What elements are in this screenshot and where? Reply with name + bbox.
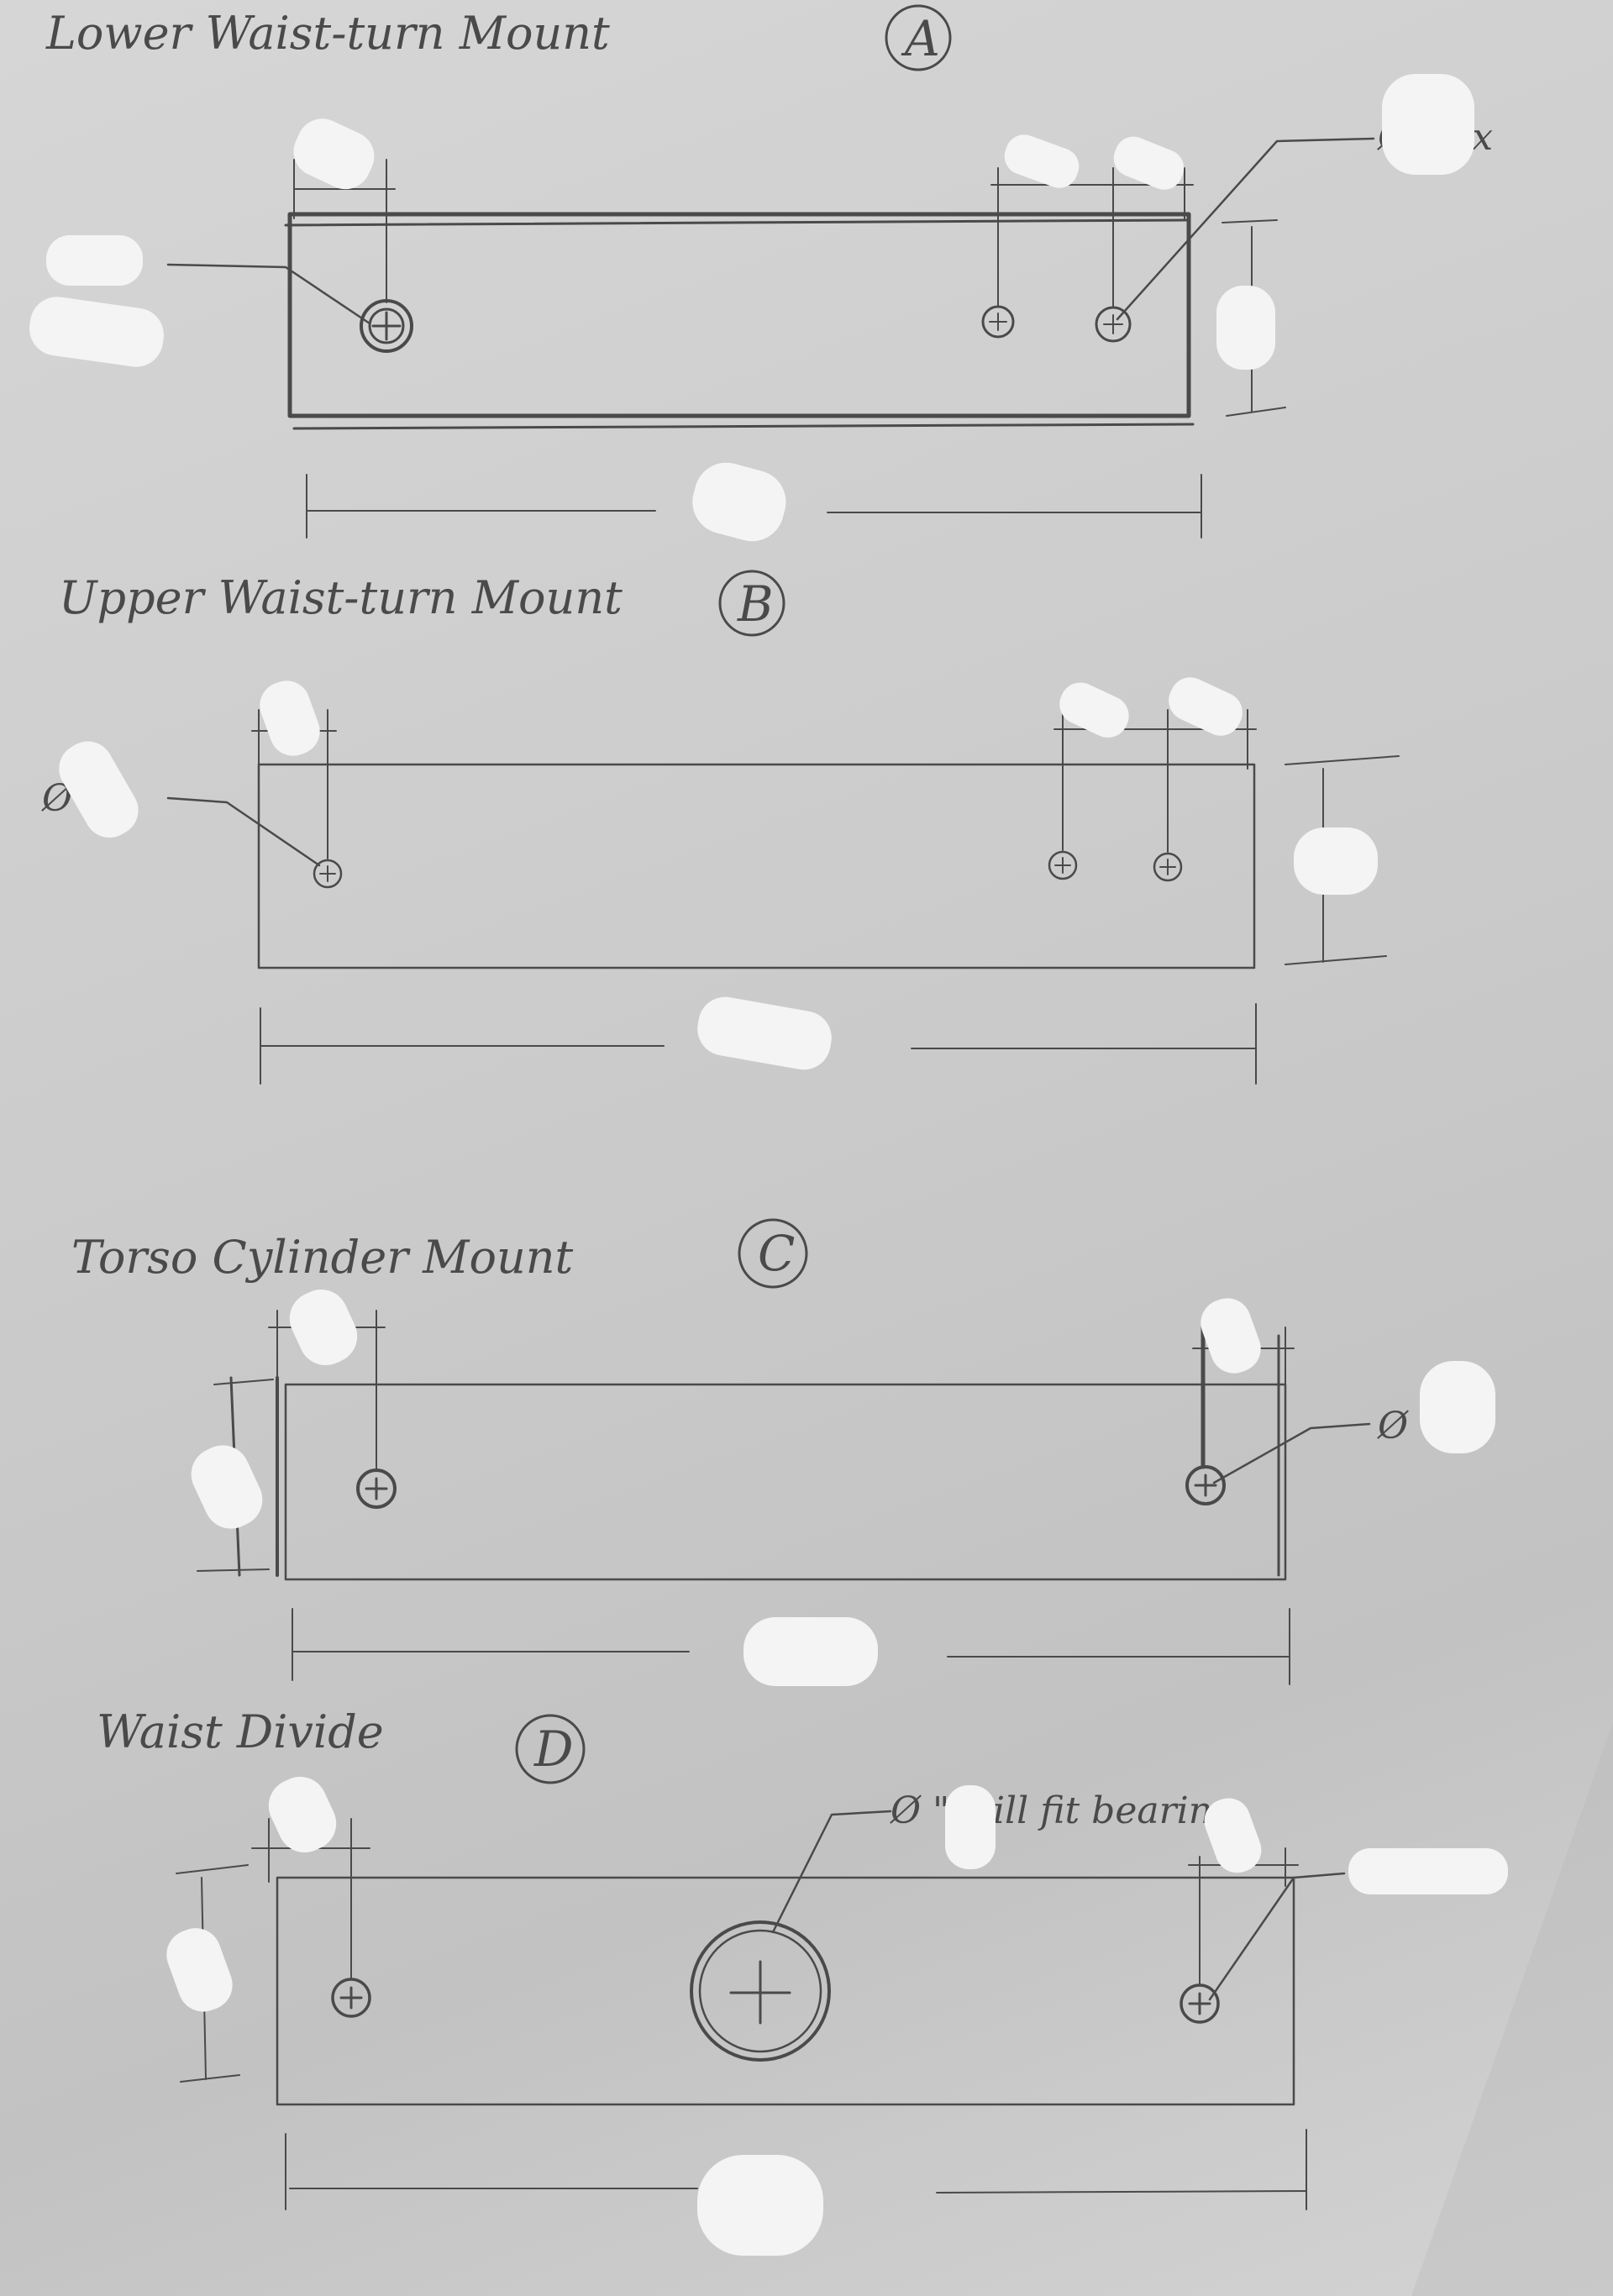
- panel-d-right-leader: [1208, 1872, 1346, 2001]
- panel-d-letter: D: [533, 1721, 574, 1778]
- panel-c-hole-right: [1185, 1465, 1226, 1505]
- panel-c: Torso Cylinder Mount C: [71, 1218, 1495, 1686]
- panel-c-redactions: [191, 1289, 1495, 1686]
- panel-a-plate: [287, 212, 1191, 418]
- panel-d-redactions: [166, 1776, 1508, 2256]
- paper-shadow: [1411, 1722, 1613, 2296]
- panel-a-title: Lower Waist-turn Mount: [45, 7, 610, 60]
- panel-d-center-hole-note: Ø " will fit bearing: [890, 1789, 1236, 1832]
- panel-d-title: Waist Divide: [97, 1705, 384, 1758]
- panel-b-letter-circle: [718, 570, 785, 637]
- panel-a: Lower Waist-turn Mount A: [29, 4, 1493, 542]
- panel-b: Upper Waist-turn Mount B: [41, 570, 1400, 1085]
- panel-c-right-leader: [1212, 1422, 1371, 1484]
- panel-a-right-leader: [1116, 137, 1375, 321]
- panel-a-redactions: [29, 74, 1474, 542]
- panel-d-center-leader: [771, 1810, 892, 1934]
- panel-b-left-leader: [166, 796, 321, 867]
- panel-c-plate: [284, 1383, 1287, 1581]
- panel-d-letter-circle: [515, 1714, 586, 1784]
- panel-a-plate-sketch-line: [284, 218, 1188, 227]
- panel-c-title: Torso Cylinder Mount: [71, 1231, 574, 1284]
- panel-b-hole-left: [313, 859, 343, 889]
- panel-c-letter: C: [758, 1225, 795, 1282]
- panel-b-hole-right-2: [1153, 852, 1183, 882]
- panel-d-plate: [276, 1876, 1295, 2106]
- panel-b-hole-right-1: [1048, 850, 1078, 880]
- panel-d-hole-left: [331, 1978, 371, 2018]
- panel-a-hole-left: [360, 299, 413, 353]
- panel-a-letter: A: [901, 10, 940, 67]
- panel-c-letter-circle: [738, 1218, 808, 1289]
- panel-d-hole-center: [690, 1920, 831, 2062]
- panel-a-left-leader: [166, 263, 371, 325]
- panel-a-hole-right-2: [1095, 306, 1132, 343]
- panel-d-hole-right: [1180, 1983, 1220, 2024]
- panel-b-title: Upper Waist-turn Mount: [59, 571, 623, 624]
- panel-b-redactions: [59, 677, 1378, 1070]
- panel-a-plate-sketch-line: [292, 423, 1195, 430]
- panel-a-hole-right-1: [981, 305, 1015, 339]
- panel-d: Waist Divide D: [97, 1705, 1508, 2256]
- panel-b-plate: [257, 763, 1256, 969]
- panel-b-letter: B: [737, 575, 774, 633]
- panel-c-hole-left: [356, 1468, 397, 1509]
- panel-a-letter-circle: [885, 4, 952, 71]
